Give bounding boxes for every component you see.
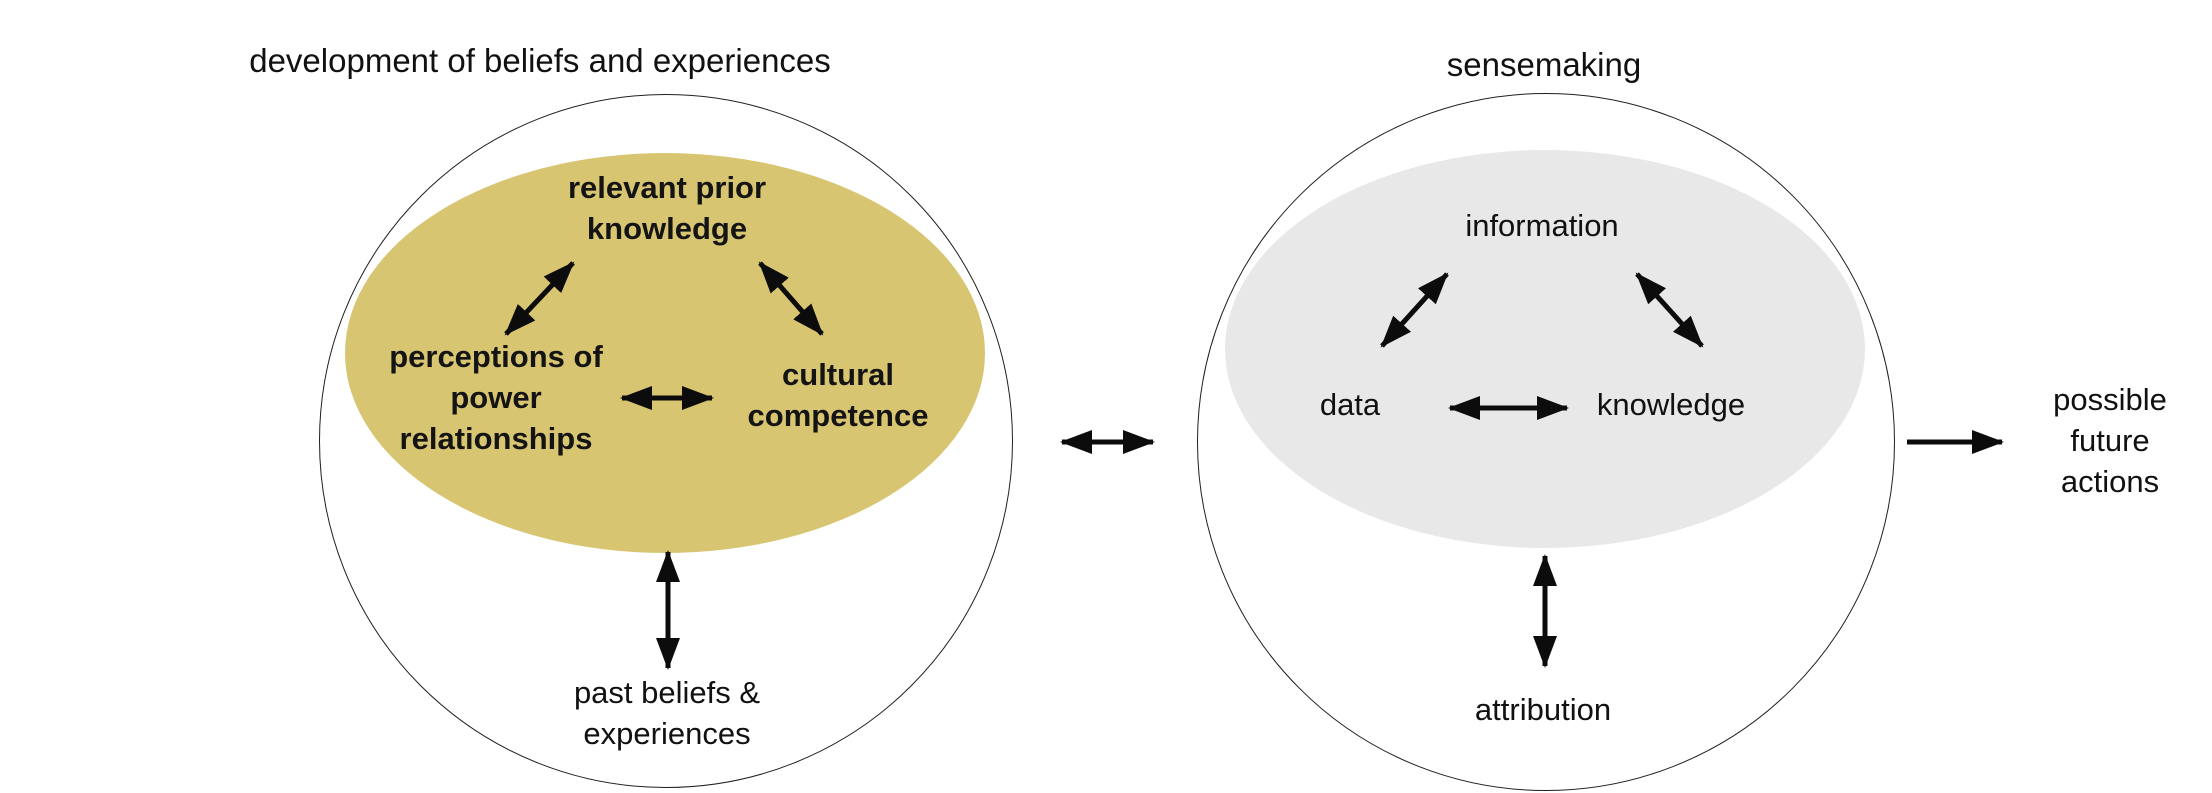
node-relevant-prior-knowledge: relevant prior knowledge: [567, 170, 767, 246]
sensemaking-inner-ellipse: [1225, 150, 1865, 548]
node-perceptions-of-power-relationships: perceptions of power relationships: [389, 339, 603, 456]
node-possible-future-actions: possible future actions: [2053, 382, 2167, 499]
beliefs-circle: [319, 94, 1013, 788]
node-information: information: [1465, 208, 1619, 243]
node-past-beliefs-experiences: past beliefs & experiences: [573, 675, 761, 751]
sensemaking-stage-title: sensemaking: [1446, 46, 1642, 83]
node-knowledge: knowledge: [1596, 387, 1746, 422]
sensemaking-circle: [1197, 93, 1895, 791]
beliefs-inner-ellipse: [345, 153, 985, 553]
node-cultural-competence: cultural competence: [747, 357, 929, 433]
beliefs-stage-title: development of beliefs and experiences: [249, 42, 831, 79]
node-attribution: attribution: [1474, 692, 1612, 727]
node-data: data: [1319, 387, 1381, 422]
